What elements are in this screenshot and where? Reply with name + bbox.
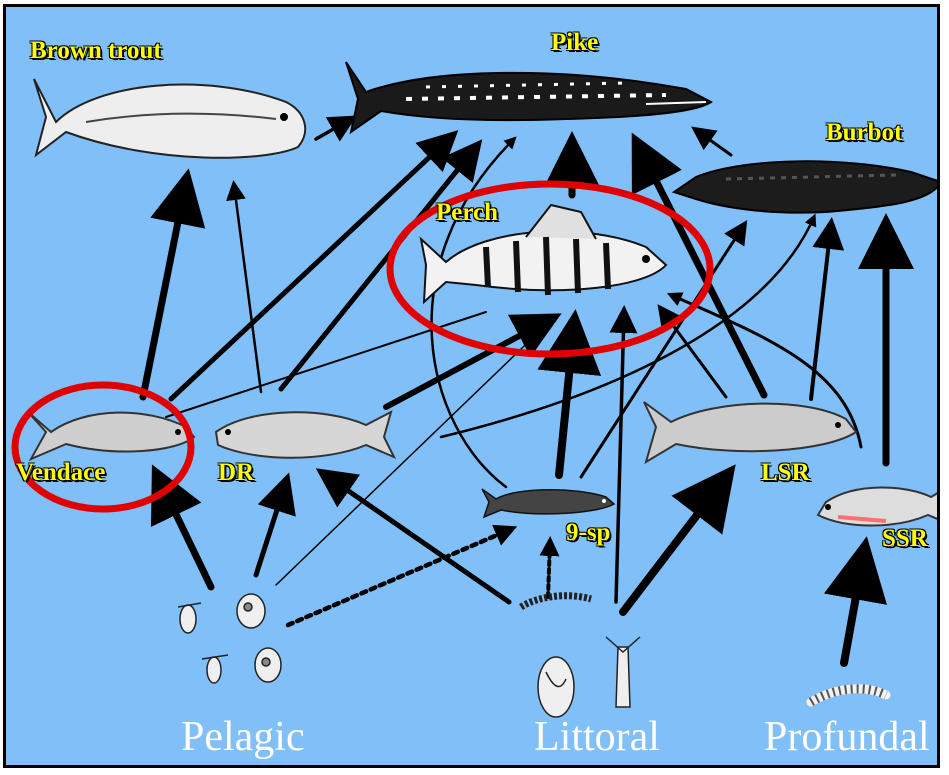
link-lsr-pike xyxy=(631,132,768,399)
link-pelagic-vendace xyxy=(151,464,215,591)
link-lsr-burbot xyxy=(809,217,845,401)
pike-image xyxy=(345,61,713,135)
link-littoral-9sp xyxy=(539,536,560,599)
link-dr-perch xyxy=(383,313,562,410)
profundal-larva-image xyxy=(806,684,891,707)
perch-image xyxy=(419,203,668,305)
link-dr-burbot xyxy=(439,213,817,439)
label-perch: Perch xyxy=(436,199,499,226)
link-dr-browntrout xyxy=(226,180,263,394)
link-littoral-dr xyxy=(315,468,512,605)
link-dr-pike xyxy=(278,139,483,392)
littoral-invertebrates-image xyxy=(519,592,641,718)
link-vendace-pike xyxy=(168,130,459,402)
perch-highlight xyxy=(386,180,714,358)
food-web-diagram xyxy=(11,61,937,718)
vendace-image xyxy=(27,411,196,462)
ssr-image xyxy=(816,486,937,527)
link-littoral-perch xyxy=(609,305,638,604)
label-dr: DR xyxy=(218,459,255,486)
link-pelagic-dr xyxy=(253,472,296,578)
link-9sp-burbot xyxy=(579,219,748,479)
label-pike: Pike xyxy=(551,29,599,56)
label-9-sp: 9-sp xyxy=(566,519,611,546)
label-lsr: LSR xyxy=(761,459,810,486)
lsr-image xyxy=(643,401,858,465)
nine-spined-stickleback-image xyxy=(481,488,616,519)
label-vendace: Vendace xyxy=(16,459,106,486)
link-vendace-browntrout xyxy=(139,168,206,401)
zone-profundal: Profundal xyxy=(764,714,930,760)
vendace-highlight xyxy=(11,381,195,513)
brown-trout-image xyxy=(33,78,307,159)
link-browntrout-pike xyxy=(314,115,358,142)
label-burbot: Burbot xyxy=(826,119,903,146)
label-brown-trout: Brown trout xyxy=(30,37,162,64)
pelagic-zooplankton-image xyxy=(177,593,282,684)
zone-littoral: Littoral xyxy=(534,714,660,760)
burbot-image xyxy=(671,160,937,214)
link-burbot-pike xyxy=(691,126,733,157)
link-ssr-perch xyxy=(666,292,863,449)
link-littoral-lsr xyxy=(619,464,736,616)
dr-image xyxy=(214,410,397,459)
link-pelagic-perch xyxy=(275,323,548,586)
link-profundal-ssr xyxy=(823,536,887,667)
link-pelagic-9sp xyxy=(285,524,518,628)
label-ssr: SSR xyxy=(882,525,928,552)
food-web-panel: Brown trout Pike Burbot Perch Vendace DR… xyxy=(3,4,940,768)
zone-pelagic: Pelagic xyxy=(181,714,305,760)
